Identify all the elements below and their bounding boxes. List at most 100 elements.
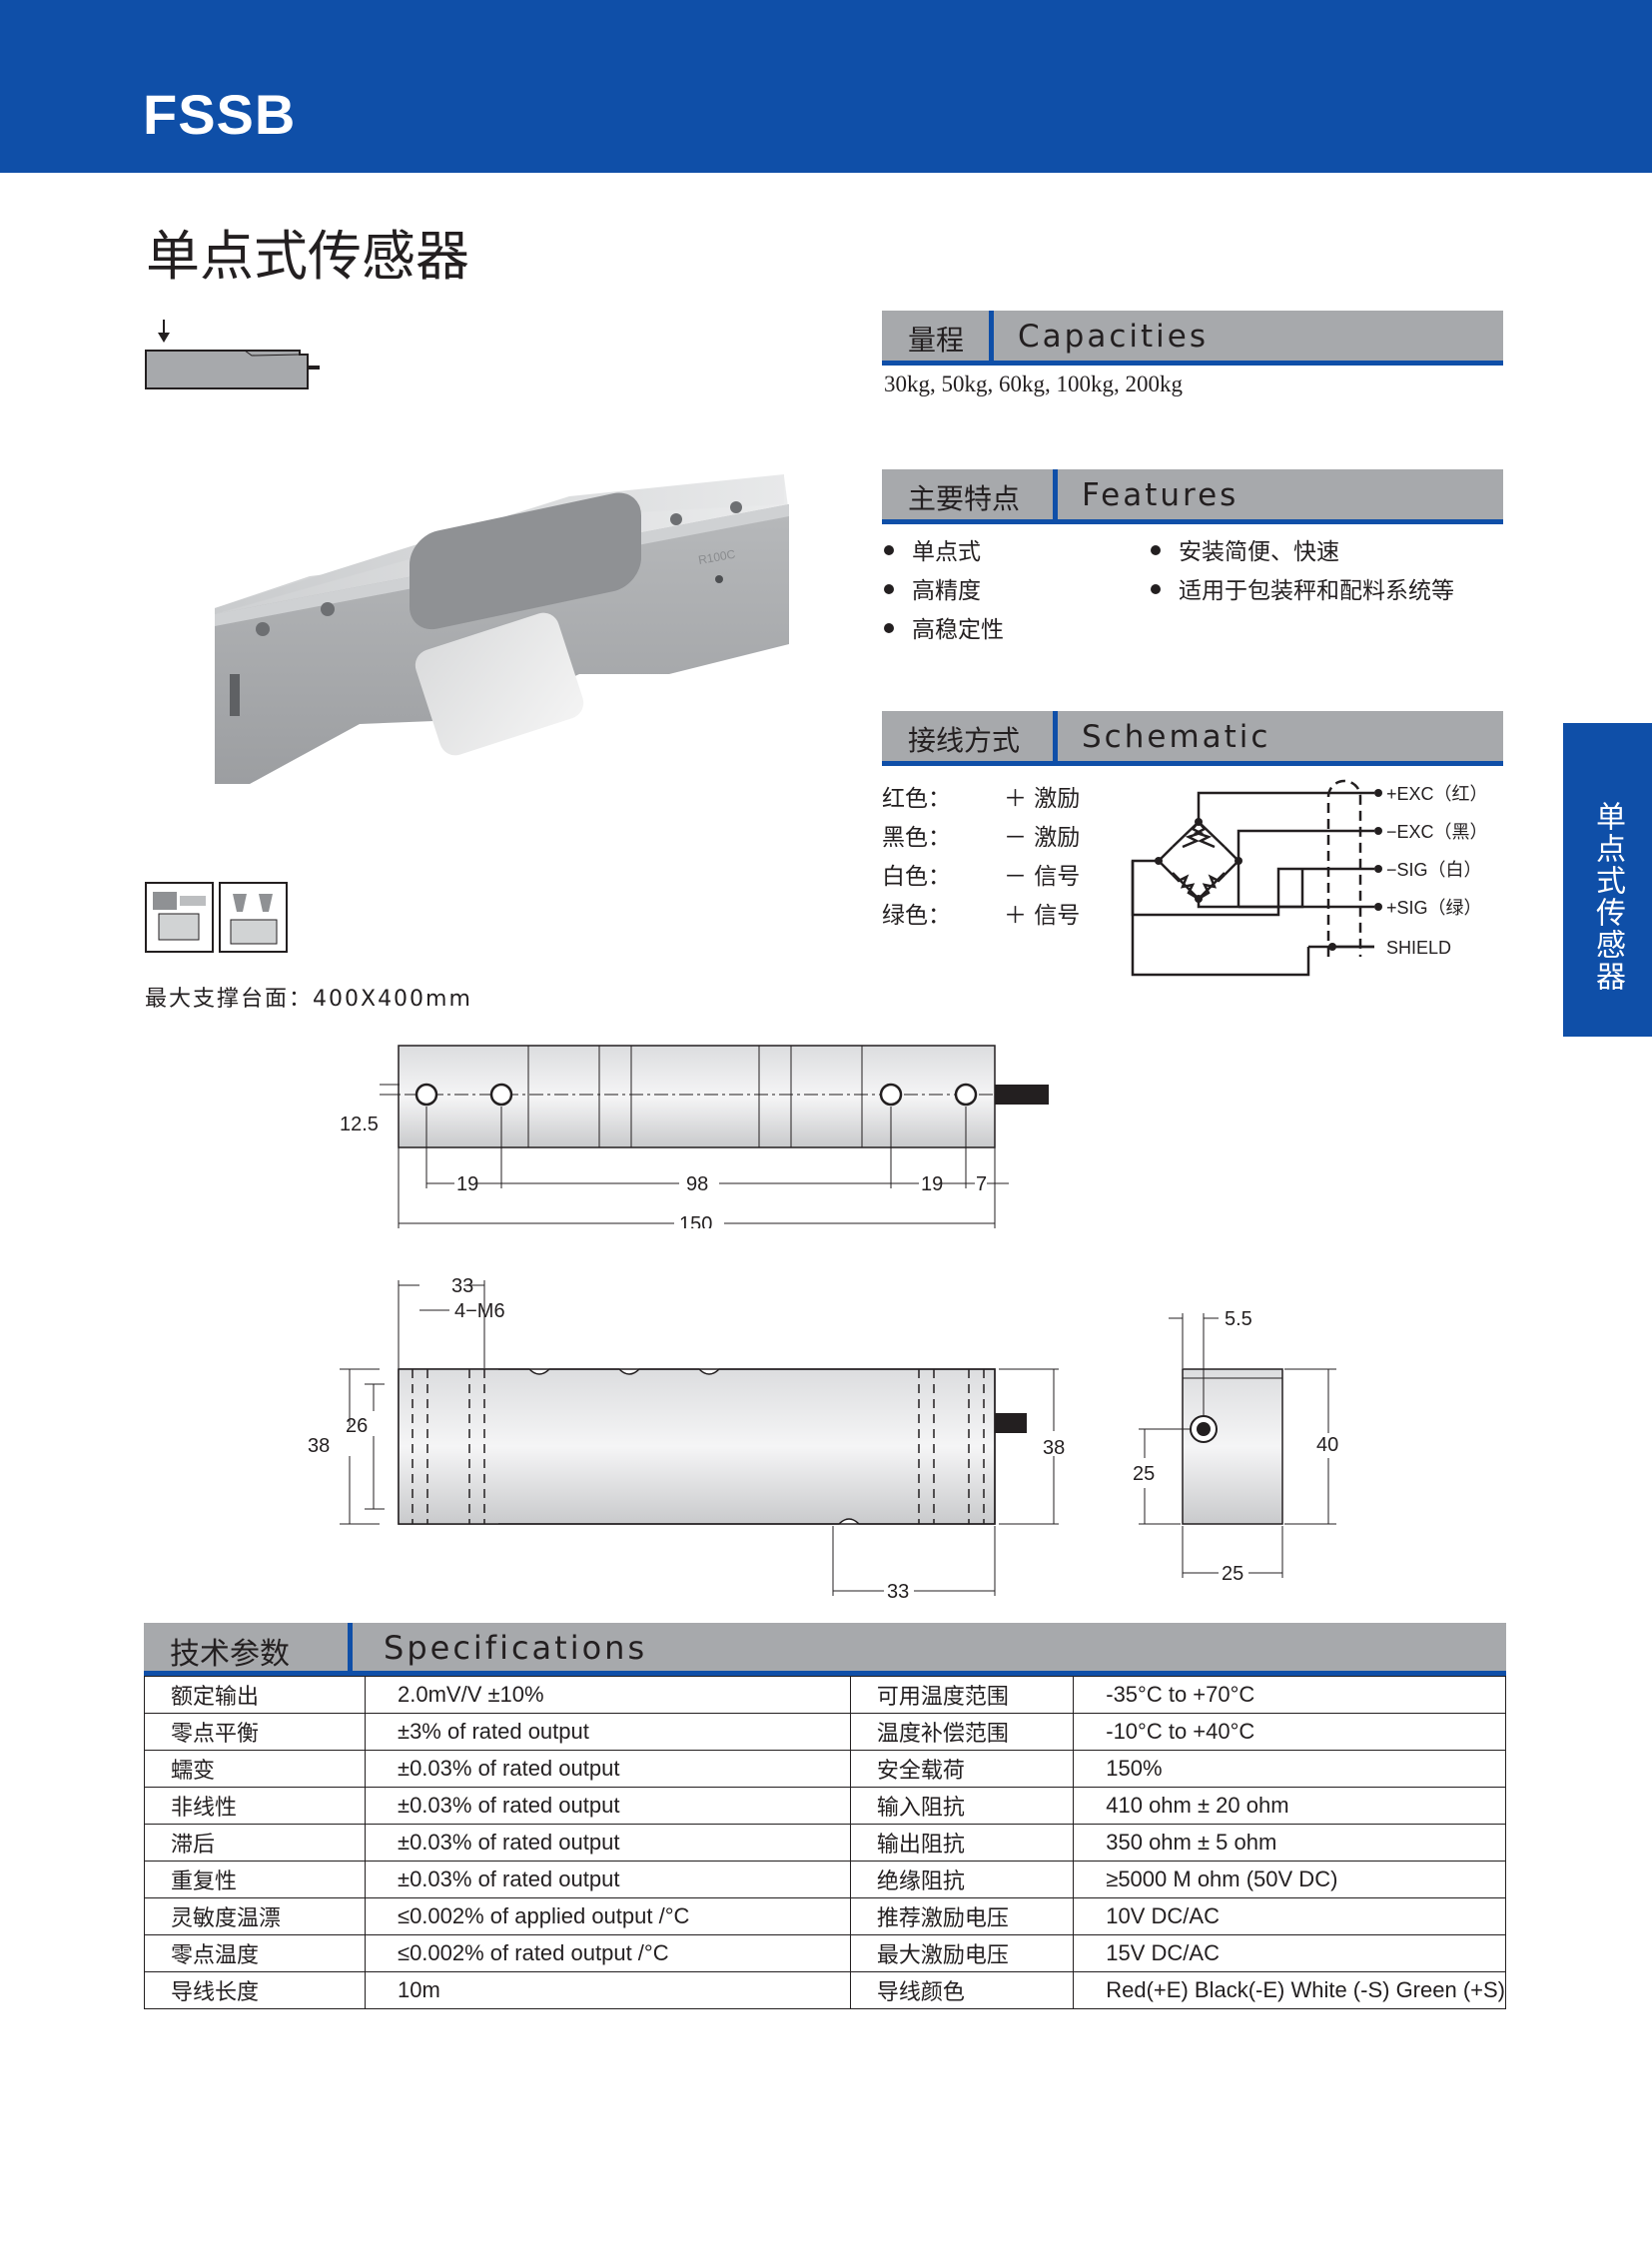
dim-label: 7 bbox=[976, 1173, 987, 1195]
spec-label: 可用温度范围 bbox=[849, 1676, 1075, 1714]
features-title-cn: 主要特点 bbox=[908, 482, 1021, 515]
spec-value: 10m bbox=[365, 1971, 851, 2009]
dim-label: 38 bbox=[1043, 1437, 1065, 1459]
top-view-drawing: 12.5 19 98 19 7 150 bbox=[340, 1045, 1049, 1228]
spec-value: ≥5000 M ohm (50V DC) bbox=[1073, 1861, 1506, 1898]
wire-function: ＋ 激励 bbox=[1004, 786, 1081, 812]
spec-value: ±3% of rated output bbox=[365, 1713, 851, 1751]
spec-label: 输出阻抗 bbox=[849, 1824, 1075, 1862]
features-title-en: Features bbox=[1082, 477, 1239, 513]
dim-label: 33 bbox=[887, 1581, 909, 1601]
spec-value: Red(+E) Black(-E) White (-S) Green (+S) bbox=[1073, 1971, 1506, 2009]
capacities-title-cn: 量程 bbox=[908, 324, 965, 357]
feature-item: 适用于包装秤和配料系统等 bbox=[1151, 571, 1454, 605]
dim-label: 25 bbox=[1222, 1563, 1243, 1583]
schematic-header: 接线方式 Schematic bbox=[882, 711, 1503, 766]
schematic-title-en: Schematic bbox=[1082, 719, 1271, 755]
spec-label: 推荐激励电压 bbox=[849, 1897, 1075, 1935]
model-code: FSSB bbox=[143, 83, 297, 146]
side-tab-label: 单点式传感器 bbox=[1590, 801, 1625, 993]
terminal-label: −SIG（白） bbox=[1386, 860, 1482, 880]
feature-item: 高稳定性 bbox=[884, 610, 1004, 644]
wire-function: － 信号 bbox=[1004, 864, 1081, 890]
spec-value: -10°C to +40°C bbox=[1073, 1713, 1506, 1751]
spec-value: 150% bbox=[1073, 1750, 1506, 1788]
spec-label: 零点温度 bbox=[144, 1934, 366, 1972]
capacities-title-en: Capacities bbox=[1018, 319, 1209, 355]
platform-size-note: 最大支撑台面：400X400mm bbox=[145, 987, 472, 1012]
capacities-header: 量程 Capacities bbox=[882, 311, 1503, 366]
dim-label: 12.5 bbox=[340, 1114, 379, 1135]
wire-function: － 激励 bbox=[1004, 825, 1081, 851]
spec-value: ≤0.002% of rated output /°C bbox=[365, 1934, 851, 1972]
feature-item: 单点式 bbox=[884, 532, 981, 566]
dim-label: 150 bbox=[679, 1213, 712, 1228]
specs-title-cn: 技术参数 bbox=[170, 1637, 290, 1672]
spec-label: 导线颜色 bbox=[849, 1971, 1075, 2009]
terminal-label: −EXC（黑） bbox=[1386, 822, 1488, 842]
spec-value: ±0.03% of rated output bbox=[365, 1824, 851, 1862]
dim-label: 19 bbox=[456, 1173, 478, 1195]
side-view-drawing: 33 4−M6 26 38 38 33 bbox=[308, 1276, 1065, 1601]
spec-label: 温度补偿范围 bbox=[849, 1713, 1075, 1751]
spec-value: ±0.03% of rated output bbox=[365, 1750, 851, 1788]
dim-label: 33 bbox=[451, 1276, 473, 1297]
dim-label: 19 bbox=[921, 1173, 943, 1195]
dim-label: 5.5 bbox=[1225, 1308, 1252, 1330]
wire-color-label: 白色： bbox=[882, 864, 951, 890]
spec-value: 10V DC/AC bbox=[1073, 1897, 1506, 1935]
feature-item: 高精度 bbox=[884, 571, 981, 605]
header-band: FSSB bbox=[0, 0, 1652, 173]
spec-label: 最大激励电压 bbox=[849, 1934, 1075, 1972]
dim-label: 25 bbox=[1133, 1463, 1155, 1485]
spec-label: 额定输出 bbox=[144, 1676, 366, 1714]
product-marking: R100C bbox=[697, 547, 737, 567]
wire-color-label: 黑色： bbox=[882, 825, 951, 851]
spec-label: 导线长度 bbox=[144, 1971, 366, 2009]
page-title: 单点式传感器 bbox=[146, 225, 469, 288]
schematic-title-cn: 接线方式 bbox=[908, 724, 1021, 757]
dim-label: 40 bbox=[1316, 1434, 1338, 1456]
product-image: R100C bbox=[215, 474, 789, 784]
dim-label: 4−M6 bbox=[454, 1300, 505, 1322]
spec-value: 2.0mV/V ±10% bbox=[365, 1676, 851, 1714]
spec-value: ±0.03% of rated output bbox=[365, 1861, 851, 1898]
wire-color-label: 红色： bbox=[882, 786, 951, 812]
wire-function: ＋ 信号 bbox=[1004, 903, 1081, 929]
spec-label: 零点平衡 bbox=[144, 1713, 366, 1751]
spec-value: 15V DC/AC bbox=[1073, 1934, 1506, 1972]
spec-label: 安全载荷 bbox=[849, 1750, 1075, 1788]
terminal-label: SHIELD bbox=[1386, 938, 1451, 958]
spec-label: 重复性 bbox=[144, 1861, 366, 1898]
mounting-icons bbox=[145, 882, 288, 953]
spec-label: 非线性 bbox=[144, 1787, 366, 1825]
wire-color-label: 绿色： bbox=[882, 903, 951, 929]
spec-label: 绝缘阻抗 bbox=[849, 1861, 1075, 1898]
spec-value: 350 ohm ± 5 ohm bbox=[1073, 1824, 1506, 1862]
features-header: 主要特点 Features bbox=[882, 469, 1503, 524]
feature-item: 安装简便、快速 bbox=[1151, 532, 1339, 566]
spec-value: 410 ohm ± 20 ohm bbox=[1073, 1787, 1506, 1825]
dim-label: 26 bbox=[346, 1415, 368, 1437]
terminal-label: +SIG（绿） bbox=[1386, 898, 1482, 918]
spec-value: ±0.03% of rated output bbox=[365, 1787, 851, 1825]
spec-label: 滞后 bbox=[144, 1824, 366, 1862]
capacities-value: 30kg, 50kg, 60kg, 100kg, 200kg bbox=[884, 372, 1183, 396]
end-view-drawing: 5.5 25 40 25 bbox=[1133, 1308, 1338, 1583]
specs-title-en: Specifications bbox=[384, 1629, 648, 1667]
wiring-schematic: +EXC（红） −EXC（黑） −SIG（白） +SIG（绿） SHIELD bbox=[1131, 779, 1488, 977]
spec-label: 灵敏度温漂 bbox=[144, 1897, 366, 1935]
spec-label: 输入阻抗 bbox=[849, 1787, 1075, 1825]
spec-value: -35°C to +70°C bbox=[1073, 1676, 1506, 1714]
dim-label: 38 bbox=[308, 1435, 330, 1457]
